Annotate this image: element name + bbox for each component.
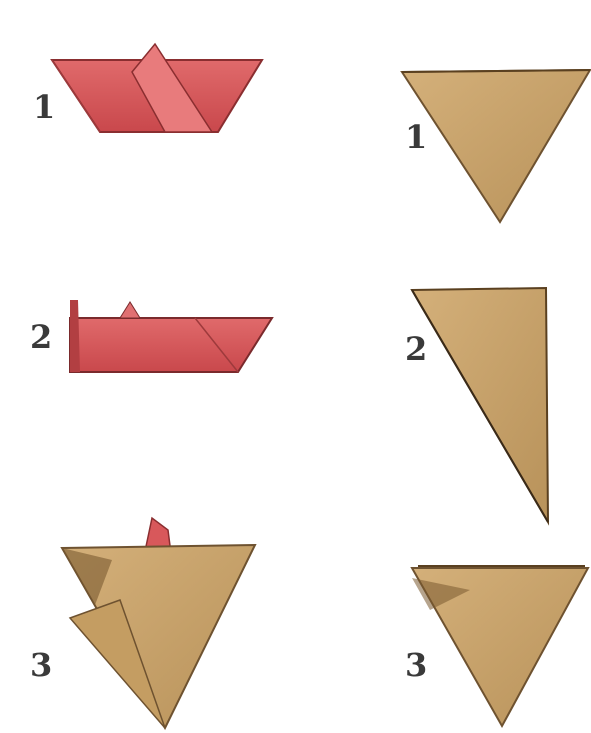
tan-triangle-step-3 — [412, 566, 588, 726]
tan-triangle-step-1 — [402, 70, 590, 222]
red-boat-step-1 — [52, 44, 262, 132]
tan-cone-with-boat-step-3 — [62, 518, 255, 728]
tan-triangle-step-2 — [412, 288, 548, 522]
red-boat-step-2 — [70, 300, 272, 372]
